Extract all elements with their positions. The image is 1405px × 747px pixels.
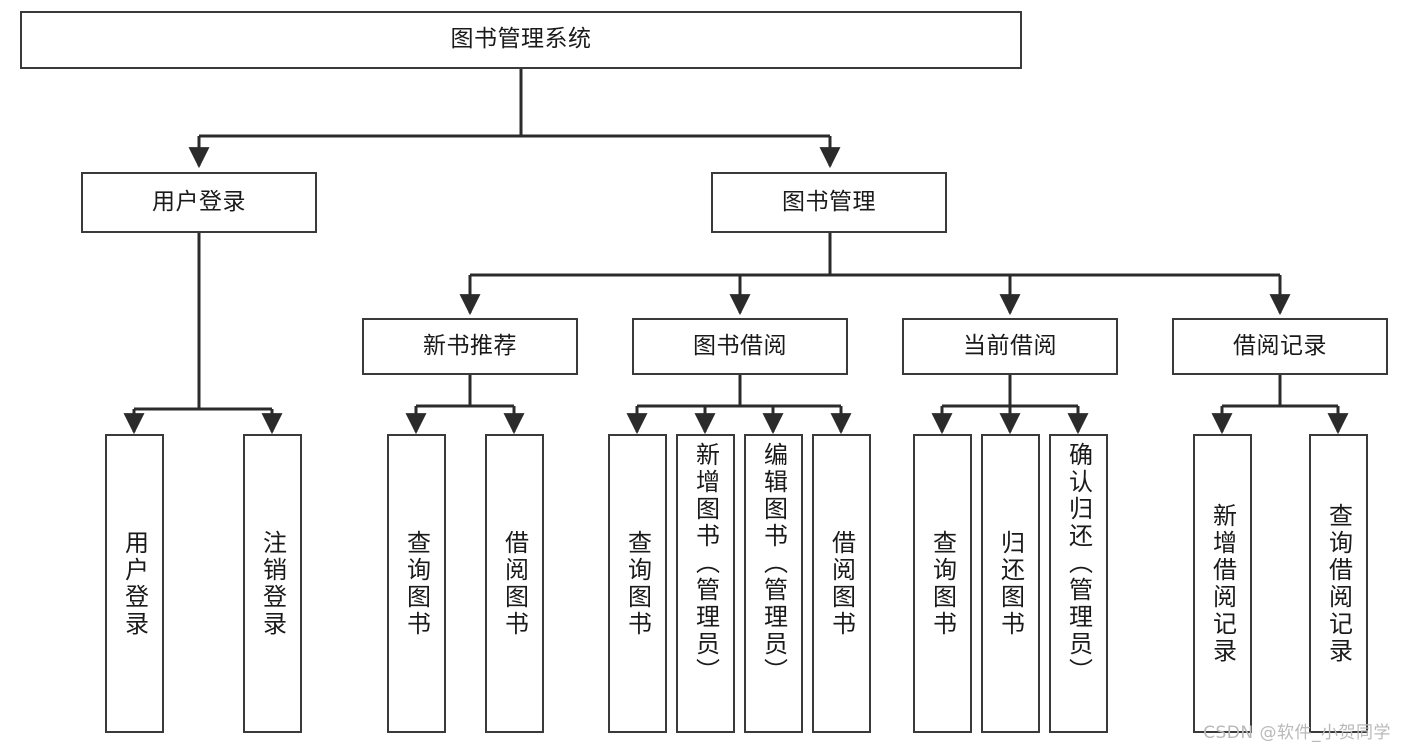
node-label: 借阅图书 [500, 529, 529, 638]
node-label: 查询图书 [623, 529, 652, 638]
node-book-management[interactable]: 图书管理 [711, 172, 947, 233]
leaf-user-login-login[interactable]: 用户登录 [105, 434, 164, 733]
node-label: 归还图书 [996, 529, 1025, 638]
node-label: 用户登录 [152, 188, 246, 215]
leaf-book-borrow-query-book[interactable]: 查询图书 [608, 434, 667, 733]
node-label: 当前借阅 [963, 332, 1057, 359]
leaf-book-borrow-add-book-admin[interactable]: 新增图书（管理员） [676, 434, 735, 733]
node-label: 查询借阅记录 [1324, 502, 1353, 665]
node-user-login[interactable]: 用户登录 [81, 172, 317, 233]
node-label: 新书推荐 [423, 332, 517, 359]
node-label: 借阅图书 [827, 529, 856, 638]
watermark: CSDN @软件_小贺同学 [1203, 723, 1391, 743]
node-label: 新增图书（管理员） [691, 442, 720, 685]
node-label: 查询图书 [402, 529, 431, 638]
node-label: 图书借阅 [693, 332, 787, 359]
leaf-user-login-logout[interactable]: 注销登录 [243, 434, 302, 733]
node-new-book-recommend[interactable]: 新书推荐 [362, 318, 578, 375]
leaf-current-borrow-query-book[interactable]: 查询图书 [913, 434, 972, 733]
node-label: 新增借阅记录 [1208, 502, 1237, 665]
leaf-borrow-record-add-record[interactable]: 新增借阅记录 [1193, 434, 1252, 733]
node-label: 图书管理系统 [450, 26, 592, 53]
node-label: 查询图书 [928, 529, 957, 638]
node-book-borrow[interactable]: 图书借阅 [632, 318, 848, 375]
node-borrow-record[interactable]: 借阅记录 [1172, 318, 1388, 375]
node-label: 确认归还（管理员） [1064, 442, 1093, 685]
leaf-borrow-record-query-record[interactable]: 查询借阅记录 [1309, 434, 1368, 733]
leaf-book-borrow-edit-book-admin[interactable]: 编辑图书（管理员） [744, 434, 803, 733]
node-label: 借阅记录 [1233, 332, 1327, 359]
leaf-new-book-borrow-book[interactable]: 借阅图书 [485, 434, 544, 733]
leaf-current-borrow-confirm-return-admin[interactable]: 确认归还（管理员） [1049, 434, 1108, 733]
node-label: 用户登录 [120, 529, 149, 638]
leaf-new-book-query-book[interactable]: 查询图书 [387, 434, 446, 733]
leaf-book-borrow-borrow-book[interactable]: 借阅图书 [812, 434, 871, 733]
node-root-book-management-system[interactable]: 图书管理系统 [20, 11, 1022, 69]
node-current-borrow[interactable]: 当前借阅 [902, 318, 1118, 375]
node-label: 注销登录 [258, 529, 287, 638]
node-label: 图书管理 [782, 188, 876, 215]
node-label: 编辑图书（管理员） [759, 442, 788, 685]
leaf-current-borrow-return-book[interactable]: 归还图书 [981, 434, 1040, 733]
